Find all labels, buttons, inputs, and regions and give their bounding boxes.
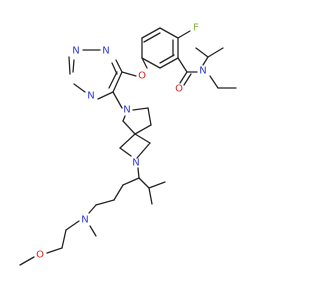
triazine-nitrogen-3-label: N bbox=[87, 91, 94, 102]
pyrrolidine-nitrogen-label: N bbox=[123, 105, 130, 116]
bond bbox=[119, 133, 136, 149]
bond bbox=[207, 47, 224, 58]
bond bbox=[195, 47, 209, 58]
bond bbox=[113, 184, 124, 201]
azetidine-nitrogen-label: N bbox=[132, 158, 139, 169]
bond bbox=[159, 57, 179, 69]
bond bbox=[46, 247, 63, 254]
amide-nitrogen-atom-label: N bbox=[199, 66, 206, 77]
bond bbox=[159, 54, 175, 64]
bond bbox=[122, 177, 140, 186]
triazine-nitrogen-2-label: N bbox=[72, 46, 79, 57]
bond bbox=[209, 75, 219, 89]
bond bbox=[132, 107, 149, 111]
molecule-drawing: F O N O N N N N N N O bbox=[19, 23, 237, 266]
fluorine-atom-label: F bbox=[193, 23, 199, 34]
bond bbox=[19, 256, 35, 266]
bond bbox=[119, 147, 132, 157]
bond bbox=[148, 181, 166, 189]
amide-oxygen-atom-label: O bbox=[175, 84, 183, 95]
bond bbox=[112, 91, 123, 109]
bond bbox=[111, 62, 118, 75]
bond bbox=[177, 30, 191, 39]
bond bbox=[148, 187, 153, 205]
bond bbox=[115, 59, 123, 73]
bond bbox=[179, 71, 188, 84]
bond bbox=[65, 220, 80, 231]
methoxy-oxygen-label: O bbox=[36, 250, 44, 261]
amine-nitrogen-label: N bbox=[81, 215, 88, 226]
bond bbox=[159, 27, 179, 39]
bond bbox=[121, 71, 137, 77]
bond bbox=[141, 27, 161, 39]
bond bbox=[108, 71, 118, 89]
bond bbox=[134, 133, 151, 144]
bond bbox=[88, 204, 97, 214]
bond bbox=[202, 56, 209, 66]
bond bbox=[143, 32, 161, 43]
bond-lines bbox=[19, 27, 237, 266]
bond bbox=[73, 83, 86, 93]
triazine-nitrogen-1-label: N bbox=[102, 46, 109, 57]
bond bbox=[141, 57, 148, 69]
bond bbox=[177, 57, 188, 73]
bond bbox=[95, 199, 115, 206]
bond bbox=[122, 120, 136, 135]
bond bbox=[68, 56, 71, 75]
bond bbox=[134, 124, 152, 135]
structure-canvas: F O N O N N N N N N O bbox=[19, 22, 237, 266]
bond bbox=[147, 107, 152, 126]
bond bbox=[112, 71, 123, 93]
bond bbox=[136, 142, 151, 159]
bond bbox=[122, 115, 126, 122]
bond bbox=[61, 229, 67, 249]
bond bbox=[72, 59, 75, 73]
bond bbox=[138, 177, 150, 189]
bond bbox=[97, 91, 114, 100]
ether-oxygen-atom-label: O bbox=[138, 71, 146, 82]
bond bbox=[89, 225, 97, 237]
bond bbox=[141, 57, 161, 69]
bond bbox=[137, 167, 140, 179]
atom-labels: F O N O N N N N N N O bbox=[36, 23, 207, 261]
bond bbox=[183, 73, 192, 86]
